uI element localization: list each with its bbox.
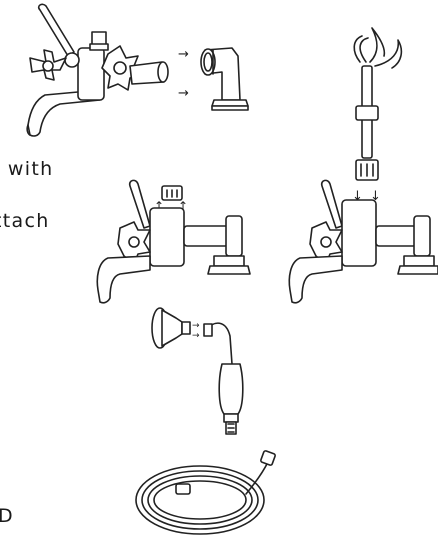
arrow-right-icon: → (178, 86, 189, 101)
instruction-text-line-1: l with (0, 158, 54, 180)
instruction-text-line-3: D (0, 505, 14, 527)
handheld-shower-illustration: → → (151, 307, 244, 435)
faucet-with-holder-illustration (288, 179, 438, 304)
svg-text:↓: ↓ (370, 189, 381, 204)
svg-text:↑: ↑ (178, 199, 188, 213)
svg-text:→: → (192, 331, 200, 341)
svg-text:↑: ↑ (154, 199, 164, 213)
arrow-right-icon: → (178, 47, 189, 62)
faucet-with-lever-illustration (26, 3, 169, 137)
coiled-hose-illustration (135, 450, 276, 535)
shower-holder-illustration: ↓ ↓ (352, 27, 403, 204)
step1-arrows: → → (178, 47, 189, 101)
svg-text:→: → (192, 321, 200, 331)
faucet-with-cap-illustration: ↑ ↑ (96, 179, 251, 304)
svg-text:↓: ↓ (352, 189, 363, 204)
elbow-fitting-illustration (200, 47, 249, 111)
instruction-text-line-2: ttach (0, 210, 50, 232)
